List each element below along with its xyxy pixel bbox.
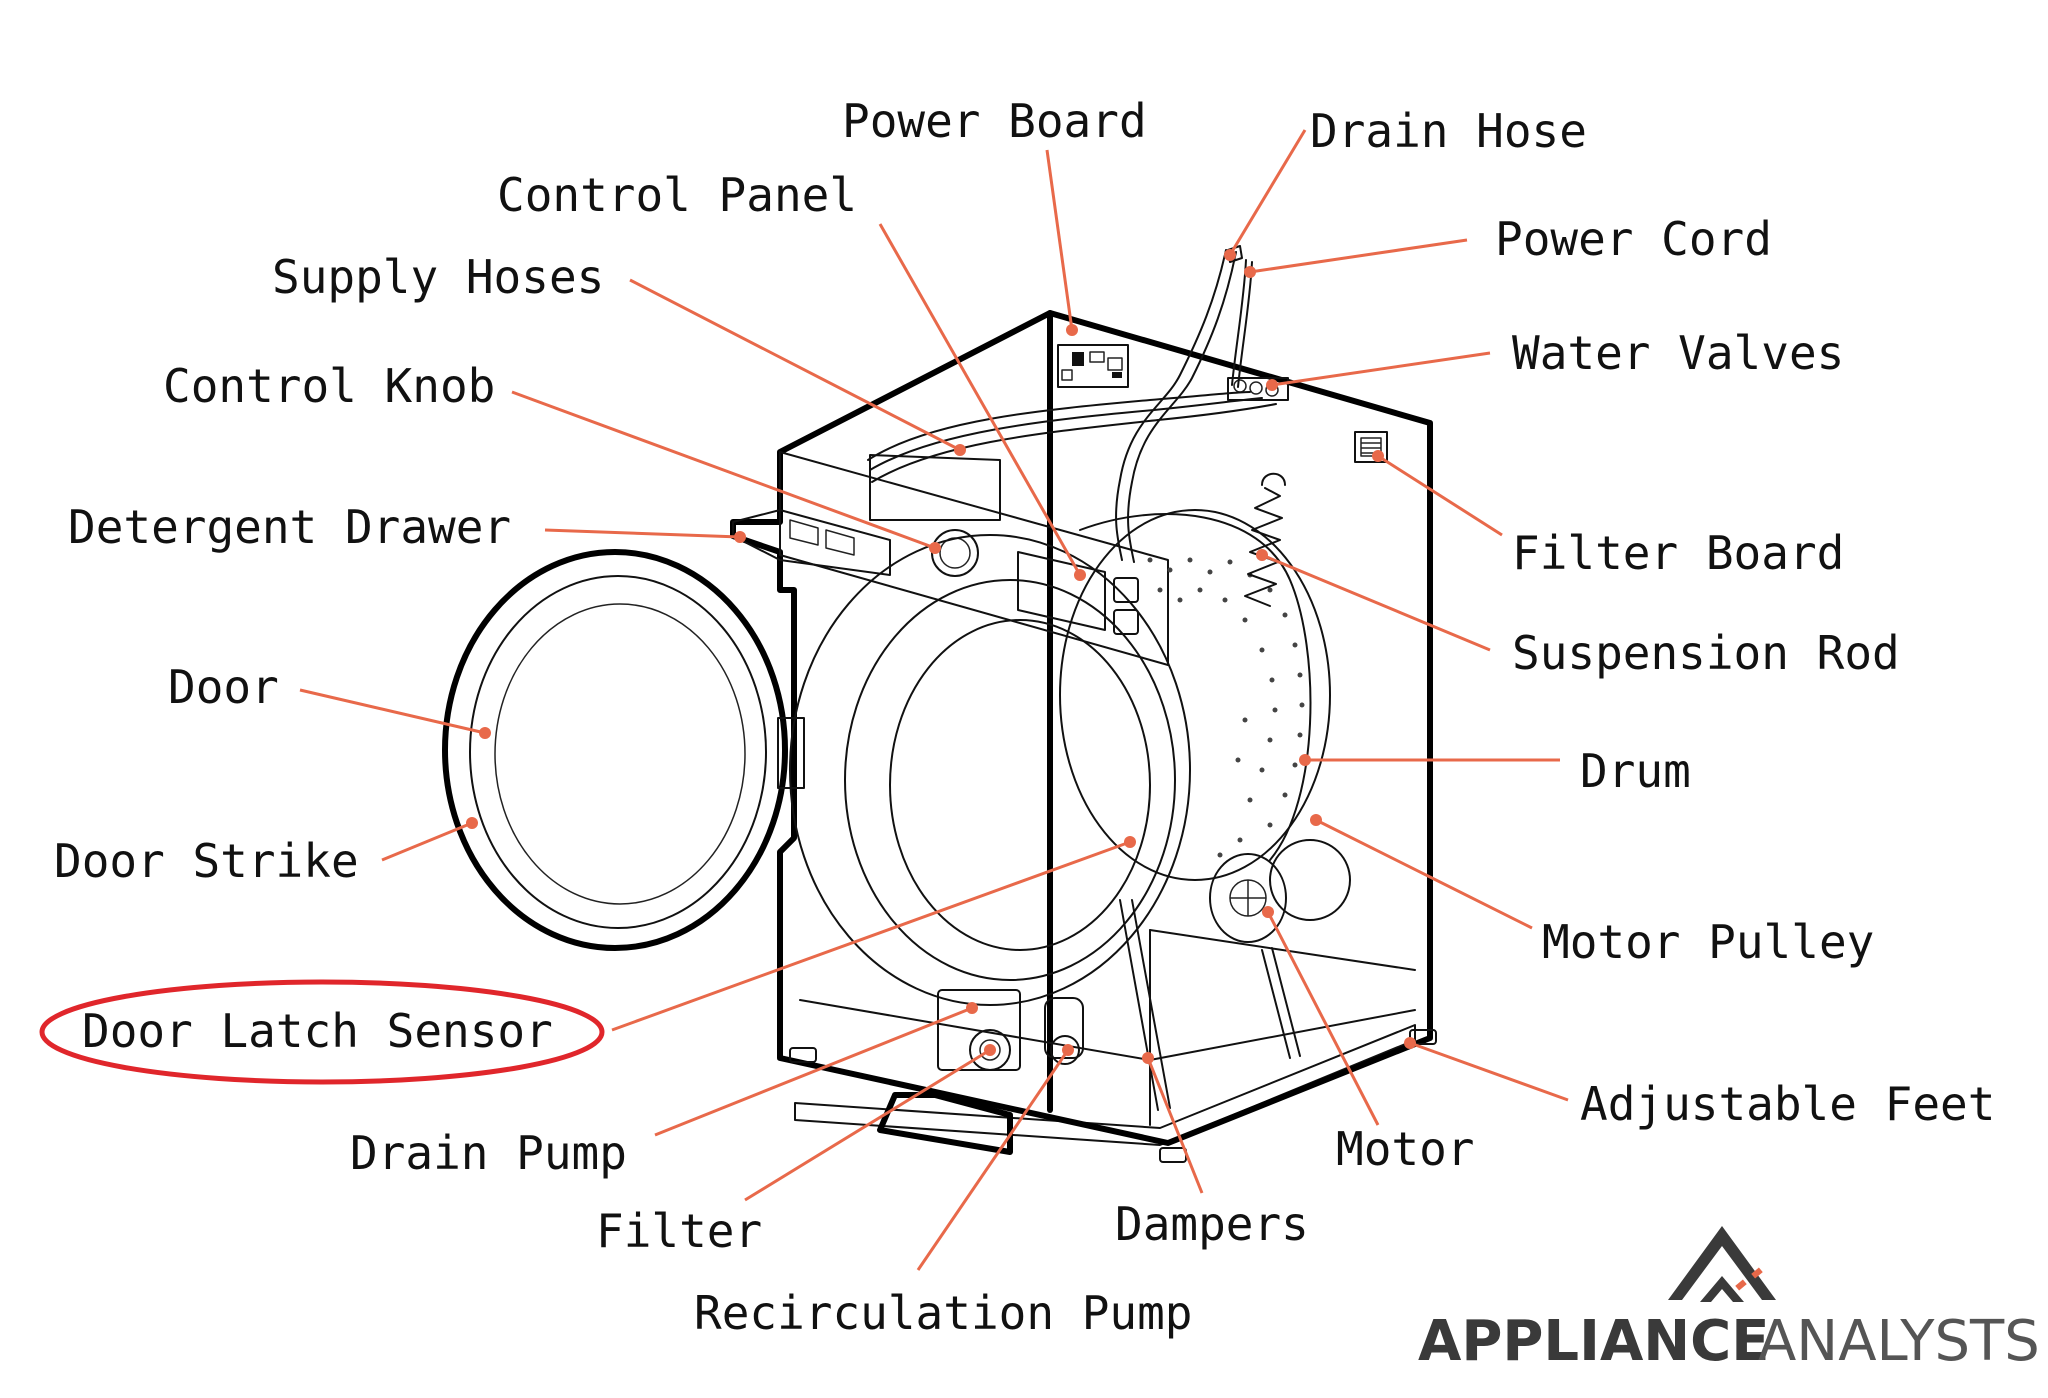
leader-dot-dampers (1142, 1052, 1154, 1064)
highlight-ellipse (39, 979, 605, 1085)
label-detergent-drawer: Detergent Drawer (68, 500, 511, 554)
leader-line-filter (744, 1048, 991, 1202)
leader-line-motor-pulley (1315, 818, 1533, 930)
leader-line-door-strike (381, 821, 473, 862)
leader-dot-drain-hose (1224, 249, 1236, 261)
label-water-valves: Water Valves (1512, 326, 1844, 380)
label-filter-board: Filter Board (1512, 526, 1844, 580)
brand-logo: APPLIANCE ANALYSTS (1418, 1226, 2040, 1374)
leader-dot-detergent-drawer (734, 531, 746, 543)
leader-dot-control-knob (929, 542, 941, 554)
label-power-cord: Power Cord (1495, 212, 1772, 266)
label-door: Door (168, 660, 279, 714)
leader-line-dampers (1146, 1057, 1204, 1194)
leader-dot-suspension-rod (1256, 549, 1268, 561)
leader-dot-supply-hoses (954, 444, 966, 456)
leader-line-door-latch-sensor (611, 840, 1131, 1032)
leader-line-drain-hose (1228, 129, 1307, 256)
leader-line-supply-hoses (629, 278, 961, 452)
label-door-strike: Door Strike (54, 834, 359, 888)
leader-line-recirculation-pump (916, 1049, 1070, 1271)
leader-line-control-panel (878, 223, 1082, 576)
label-filter: Filter (596, 1204, 762, 1258)
leader-line-suspension-rod (1261, 553, 1491, 652)
leader-line-detergent-drawer (544, 528, 741, 539)
brand-name-light: ANALYSTS (1758, 1309, 2040, 1374)
leader-dot-water-valves (1266, 379, 1278, 391)
leader-dot-filter (984, 1044, 996, 1056)
leader-dot-motor-pulley (1310, 814, 1322, 826)
leader-dot-power-board (1066, 324, 1078, 336)
label-door-latch-sensor: Door Latch Sensor (82, 1004, 553, 1058)
leader-line-water-valves (1271, 351, 1491, 387)
label-drain-pump: Drain Pump (350, 1126, 627, 1180)
leader-dot-power-cord (1244, 266, 1256, 278)
label-dampers: Dampers (1115, 1197, 1309, 1251)
leader-dot-filter-board (1372, 450, 1384, 462)
label-supply-hoses: Supply Hoses (272, 250, 604, 304)
leader-line-motor (1266, 911, 1380, 1126)
leader-dot-motor (1262, 906, 1274, 918)
leader-dot-adjustable-feet (1404, 1037, 1416, 1049)
leader-dot-drain-pump (966, 1002, 978, 1014)
label-adjustable-feet: Adjustable Feet (1580, 1077, 1995, 1131)
leader-dot-door (479, 727, 491, 739)
leader-dot-drum (1299, 754, 1311, 766)
label-control-knob: Control Knob (163, 359, 495, 413)
label-control-panel: Control Panel (497, 168, 857, 222)
leader-line-adjustable-feet (1409, 1041, 1569, 1102)
label-motor: Motor (1336, 1122, 1474, 1176)
leader-line-control-knob (511, 390, 936, 550)
leader-line-power-cord (1249, 238, 1468, 274)
leader-line-drain-pump (654, 1006, 973, 1137)
brand-name-bold: APPLIANCE (1418, 1309, 1770, 1374)
roof-logo-icon (1668, 1226, 1776, 1302)
label-drain-hose: Drain Hose (1310, 104, 1587, 158)
leader-dot-door-strike (466, 817, 478, 829)
leader-dot-recirculation-pump (1062, 1044, 1074, 1056)
leader-line-door (299, 688, 486, 735)
leader-dot-control-panel (1074, 569, 1086, 581)
label-recirculation-pump: Recirculation Pump (694, 1286, 1193, 1340)
leader-line-power-board (1045, 149, 1074, 331)
part-labels: Power Board Drain Hose Control Panel Pow… (54, 94, 1995, 1340)
leader-lines (299, 129, 1569, 1271)
label-power-board: Power Board (842, 94, 1147, 148)
label-motor-pulley: Motor Pulley (1542, 915, 1874, 969)
leader-dot-door-latch-sensor (1124, 836, 1136, 848)
leader-line-filter-board (1377, 454, 1503, 537)
label-suspension-rod: Suspension Rod (1512, 626, 1900, 680)
label-drum: Drum (1580, 744, 1691, 798)
